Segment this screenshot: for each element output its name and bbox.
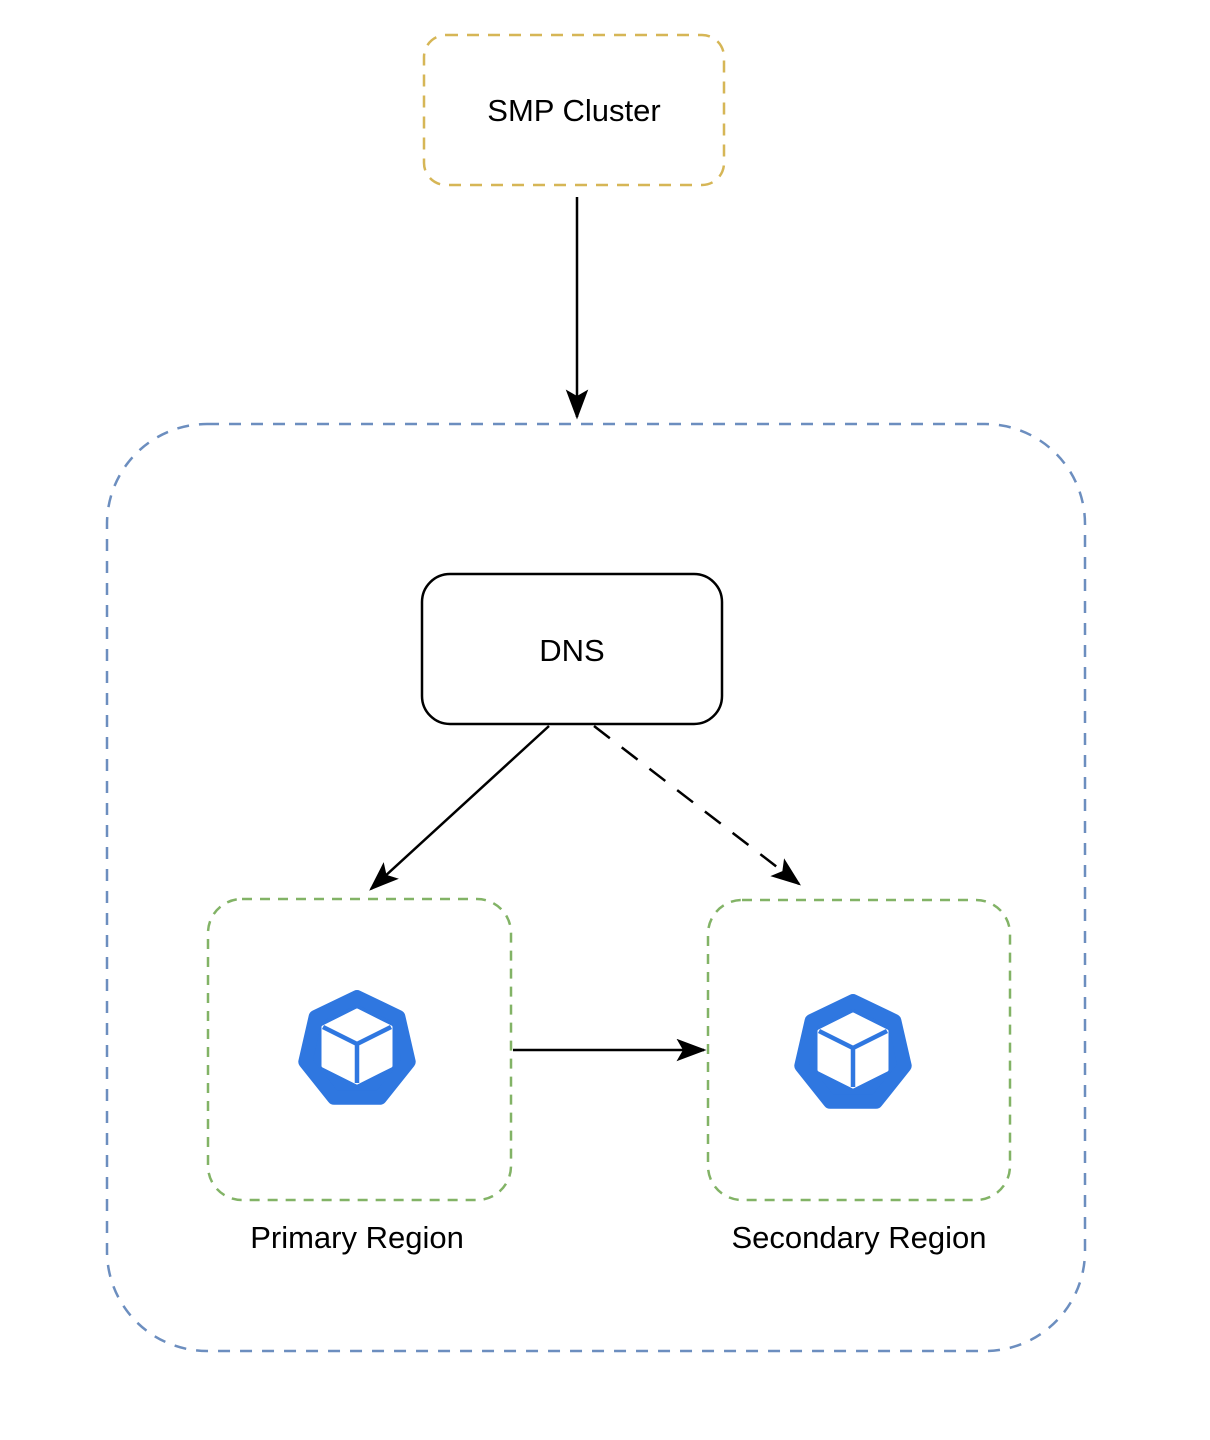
kubernetes-cluster-icon: [298, 990, 416, 1105]
primary-region-label: Primary Region: [250, 1220, 464, 1255]
arrow-dns-to-secondary-dashed: [593, 725, 801, 886]
cube-edge-lines: [817, 1028, 889, 1087]
dns-node: [420, 572, 724, 726]
cube-edge-lines: [321, 1024, 393, 1083]
smp-cluster-label: SMP Cluster: [487, 93, 660, 128]
regions-container-box: [105, 422, 1087, 1353]
arrow-dns-to-primary: [369, 725, 550, 891]
secondary-region-label: Secondary Region: [731, 1220, 986, 1255]
kubernetes-cluster-icon: [794, 994, 912, 1109]
smp-cluster-node: [422, 33, 726, 187]
dns-label: DNS: [539, 633, 604, 668]
